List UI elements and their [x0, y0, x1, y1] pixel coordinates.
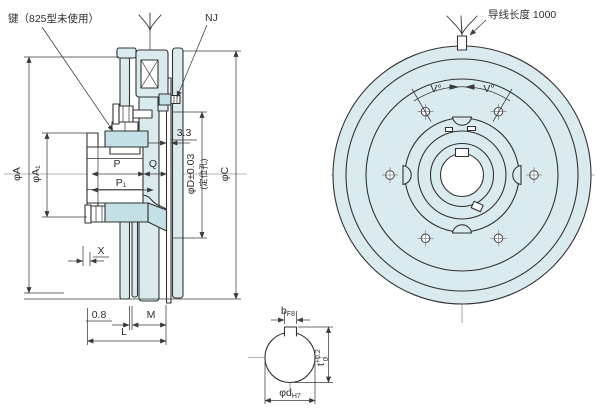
side-view-dimensions: φA φA₁ φC φD±0.03 (定位孔) 3.3 P	[11, 50, 241, 345]
ring-nub-right	[466, 125, 477, 132]
keyway-slot	[283, 326, 298, 337]
ring-nub-left	[444, 126, 454, 133]
dim-label-phi-c: φC	[219, 166, 231, 181]
lower-flange-curve	[147, 202, 168, 232]
dim-label-p: P	[113, 158, 120, 170]
dim-label-b: bF8	[281, 305, 295, 318]
v-angle-dimension: V° V°	[411, 83, 513, 122]
dim-label-08: 0.8	[92, 309, 107, 321]
dim-label-m: M	[147, 309, 156, 321]
hole	[526, 167, 542, 183]
lead-length-label: 导线长度 1000	[488, 8, 556, 21]
dim-label-q: Q	[149, 158, 157, 170]
mounting-plate	[165, 77, 172, 304]
dim-label-l: L	[121, 326, 127, 338]
bolt-holes	[382, 103, 542, 247]
hub-circle	[429, 142, 495, 208]
top-bolt	[112, 103, 153, 125]
bore-circle	[439, 152, 485, 198]
dim-label-v-right: V°	[483, 83, 494, 95]
keyway-width-dim: bF8	[271, 305, 310, 324]
hole	[490, 230, 507, 247]
key-section	[109, 146, 141, 155]
dim-label-phi-a1: φA₁	[30, 165, 42, 183]
keyway-depth-dim: t+0.20	[294, 326, 333, 384]
hole	[417, 230, 434, 247]
side-view: φA φA₁ φC φD±0.03 (定位孔) 3.3 P	[4, 12, 247, 345]
inner-ring-circle	[417, 130, 507, 220]
ring-circle-2	[345, 58, 579, 292]
key-note-label: 键（825型未使用）	[8, 12, 99, 25]
dim-label-phi-a: φA	[11, 167, 23, 181]
armature-hook	[116, 47, 137, 59]
side-view-notes: 键（825型未使用） NJ	[8, 12, 218, 132]
lower-flange	[104, 202, 149, 223]
dim-label-phid: φdH7	[279, 387, 301, 400]
outer-shell	[171, 47, 184, 299]
nj-connector	[158, 93, 181, 106]
nj-label: NJ	[205, 12, 218, 24]
shaft-detail-view: bF8 t+0.20 φdH7	[248, 305, 333, 404]
hub-contour	[142, 194, 168, 210]
key-clamp-block	[104, 130, 149, 148]
dim-label-v-left: V°	[430, 83, 441, 95]
dim-label-t: t+0.20	[315, 349, 330, 366]
bore-keyway	[454, 147, 470, 158]
dim-label-phi-d-note: (定位孔)	[199, 158, 209, 189]
dim-label-phi-d: φD±0.03	[185, 154, 197, 195]
ring-circle-3	[365, 78, 559, 272]
hole	[382, 167, 398, 183]
flange-body	[86, 146, 144, 204]
front-lead-wire	[446, 15, 478, 51]
front-view: V° V° 导线长度 1000	[331, 8, 595, 323]
shaft-bore	[264, 331, 316, 384]
d-notches	[402, 116, 522, 234]
lead-wire-symbol	[138, 12, 162, 50]
bore-diameter-dim: φdH7	[264, 361, 316, 404]
snap-ring-tab	[470, 200, 484, 213]
dim-label-33: 3.3	[177, 127, 192, 139]
dim-label-x: X	[97, 245, 104, 257]
dim-label-p1: P₁	[116, 177, 127, 189]
